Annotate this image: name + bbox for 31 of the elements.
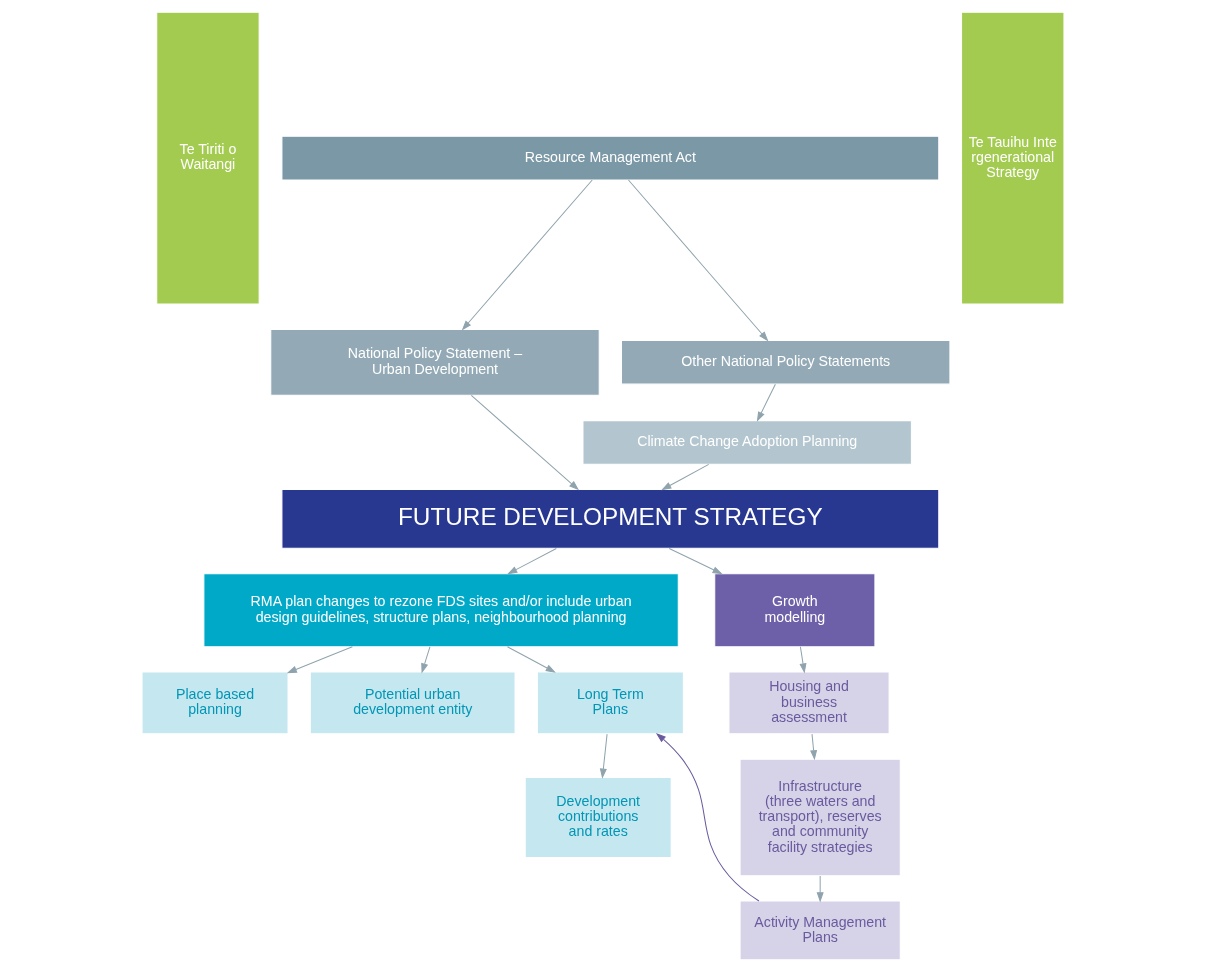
node-box: Resource Management Act [281,135,940,181]
arrow [816,875,824,903]
node-box: RMA plan changes to rezone FDS sites and/or include urban design guidelines, structure plans, neighbourhood planning [203,573,679,648]
arrow [810,733,818,761]
node-box: Other National Policy Statements [621,340,951,385]
node-box: Housing and business assessment [728,671,890,735]
arrow [470,394,580,491]
node-box: Activity Management Plans [739,900,901,961]
node-box: Growth modelling [714,573,876,648]
node-box: Te Tiriti o Waitangi [156,11,260,305]
node-box: FUTURE DEVELOPMENT STRATEGY [281,489,940,549]
arrow [286,646,353,674]
arrow [756,383,776,422]
arrow [627,179,769,342]
arrow [421,646,431,674]
arrow [799,646,807,674]
arrow [507,547,557,575]
node-box: Potential urban development entity [309,671,516,735]
arrow [461,179,593,331]
arrow [599,733,608,779]
node-box: Infrastructure (three waters and transport), reserves and community facility strategies [739,758,901,877]
arrow [668,547,723,575]
arrow [655,732,760,902]
node-box: Development contributions and rates [524,776,672,858]
node-box: Place based planning [141,671,289,735]
node-box: Long Term Plans [536,671,684,735]
node-box: Climate Change Adoption Planning [582,420,912,465]
arrow [661,463,710,491]
node-box: Te Tauihu Intergenerational Strategy [961,11,1065,305]
arrow [507,646,556,673]
node-box: National Policy Statement – Urban Development [270,328,600,396]
